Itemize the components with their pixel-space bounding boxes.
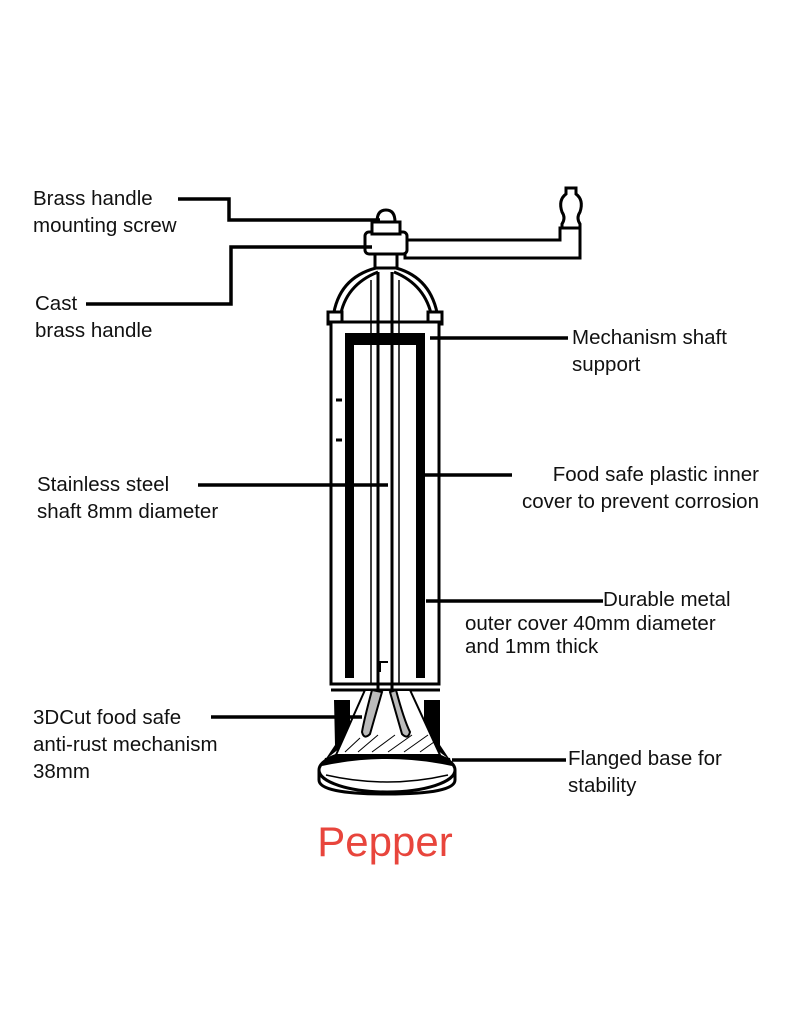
label-line: Brass handle [33, 187, 153, 210]
label-line: support [572, 353, 641, 376]
label-shaft-support: Mechanism shaft support [572, 324, 727, 378]
label-line: stability [568, 774, 637, 797]
diagram-title: Pepper [317, 818, 453, 865]
label-base: Flanged base for stability [568, 745, 722, 799]
label-line: 38mm [33, 760, 90, 783]
label-line: Durable metal [603, 588, 731, 611]
label-inner-cover: Food safe plastic inner cover to prevent… [522, 461, 759, 515]
label-shaft: Stainless steel shaft 8mm diameter [37, 471, 218, 525]
label-mechanism: 3DCut food safe anti-rust mechanism 38mm [33, 704, 218, 785]
label-line: Stainless steel [37, 473, 170, 496]
inner-cover-right [416, 333, 425, 678]
label-line: brass handle [35, 319, 153, 342]
shaft-support [345, 333, 425, 345]
label-line: Food safe plastic inner [552, 463, 759, 486]
handle-arm [403, 226, 582, 260]
handle-knob [559, 186, 583, 231]
label-line: anti-rust mechanism [33, 733, 218, 756]
label-mounting-screw: Brass handle mounting screw [33, 185, 177, 239]
label-line: Mechanism shaft [572, 326, 727, 349]
label-line: Flanged base for [568, 747, 722, 770]
label-handle: Cast brass handle [35, 290, 152, 344]
inner-cover-left [345, 333, 354, 678]
label-line: shaft 8mm diameter [37, 500, 219, 523]
label-line: cover to prevent corrosion [521, 490, 759, 513]
label-line: 3DCut food safe [33, 706, 182, 729]
leader-mounting-screw [178, 197, 380, 222]
label-outer-cover: Durable metal outer cover 40mm diameter … [465, 588, 731, 659]
label-line: Cast [35, 292, 78, 315]
mounting-screw [375, 208, 397, 224]
leader-handle [86, 245, 372, 306]
label-line: outer cover 40mm diameter [465, 611, 716, 635]
label-line: mounting screw [33, 214, 177, 237]
grinding-mechanism [334, 688, 442, 756]
label-line: and 1mm thick [465, 635, 599, 658]
